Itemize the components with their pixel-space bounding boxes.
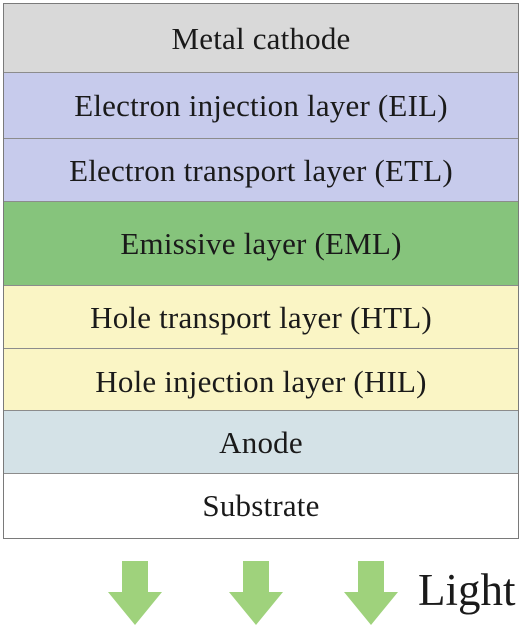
down-arrow-icon xyxy=(344,561,398,625)
layer-etl: Electron transport layer (ETL) xyxy=(4,139,518,202)
layer-label-hil: Hole injection layer (HIL) xyxy=(95,363,427,399)
layer-anode: Anode xyxy=(4,411,518,474)
layer-eil: Electron injection layer (EIL) xyxy=(4,73,518,139)
layer-htl: Hole transport layer (HTL) xyxy=(4,286,518,349)
light-label: Light xyxy=(418,565,516,615)
layer-label-htl: Hole transport layer (HTL) xyxy=(90,299,432,335)
layer-substrate: Substrate xyxy=(4,474,518,537)
layer-eml: Emissive layer (EML) xyxy=(4,202,518,286)
layer-label-eil: Electron injection layer (EIL) xyxy=(74,88,448,123)
layer-metal-cathode: Metal cathode xyxy=(4,4,518,73)
layer-label-etl: Electron transport layer (ETL) xyxy=(69,152,453,188)
layer-hil: Hole injection layer (HIL) xyxy=(4,349,518,411)
layer-label-eml: Emissive layer (EML) xyxy=(120,226,402,261)
down-arrow-icon xyxy=(229,561,283,625)
layer-label-anode: Anode xyxy=(219,424,303,460)
layer-label-substrate: Substrate xyxy=(202,488,320,523)
layer-label-metal-cathode: Metal cathode xyxy=(171,20,351,56)
oled-layer-stack: Metal cathode Electron injection layer (… xyxy=(3,3,519,539)
down-arrow-icon xyxy=(108,561,162,625)
